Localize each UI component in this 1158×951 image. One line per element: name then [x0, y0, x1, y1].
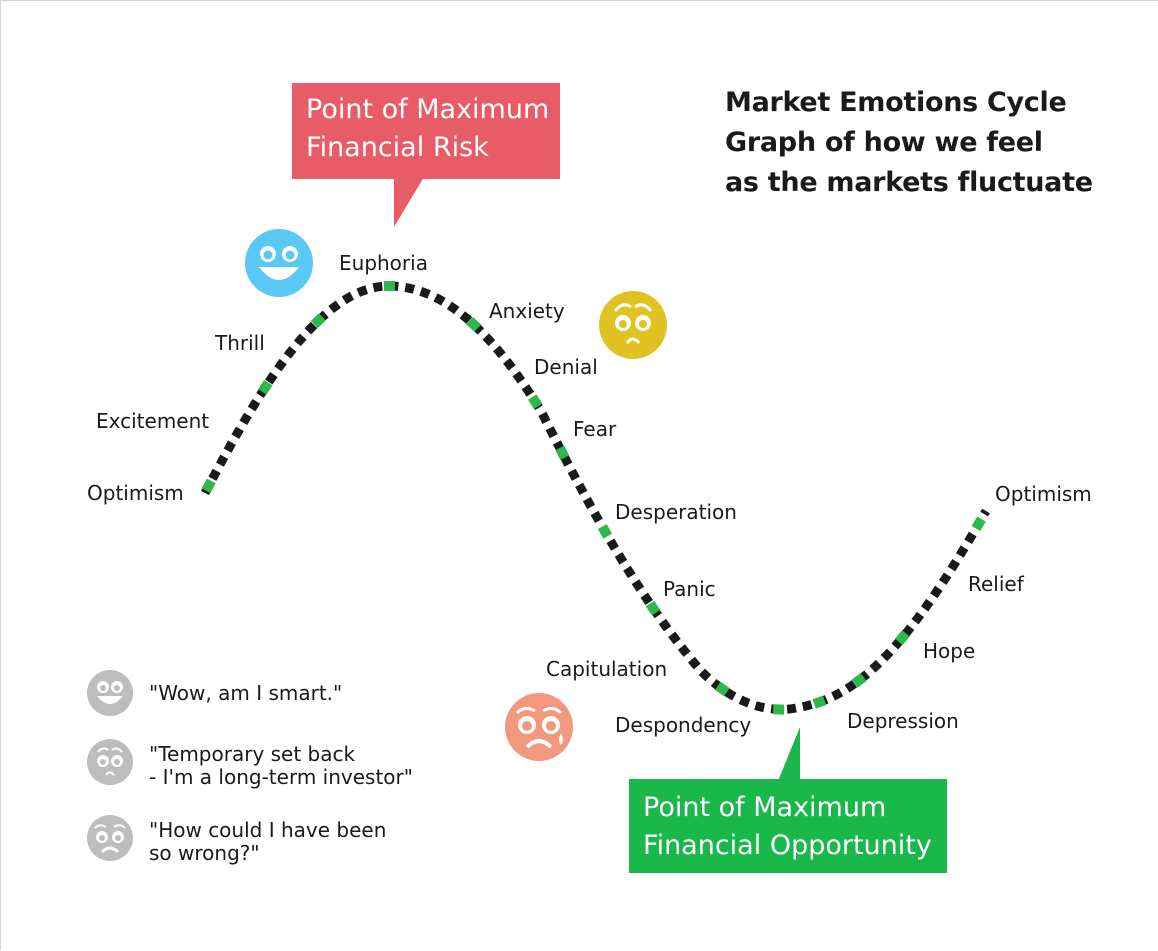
stage-marker	[895, 630, 910, 646]
legend-line: "Wow, am I smart."	[149, 681, 343, 705]
diagram-title: Market Emotions Cycle Graph of how we fe…	[725, 83, 1093, 203]
stage-label-anxiety: Anxiety	[489, 299, 565, 323]
stage-label-optimism-end: Optimism	[995, 482, 1092, 506]
stage-marker	[201, 478, 216, 494]
stage-label-excitement: Excitement	[96, 409, 210, 433]
capitulation-distressed-face-icon	[505, 693, 573, 761]
stage-label-desperation: Desperation	[615, 500, 737, 524]
stage-marker	[714, 681, 730, 697]
stage-label-panic: Panic	[663, 577, 716, 601]
stage-marker	[528, 394, 543, 410]
legend-line: - I'm a long-term investor"	[149, 765, 413, 789]
callout-line: Financial Risk	[306, 132, 489, 163]
stage-marker	[812, 695, 827, 709]
stage-label-capitulation: Capitulation	[546, 657, 668, 681]
title-line: Market Emotions Cycle	[725, 87, 1067, 118]
callout-line: Point of Maximum	[306, 94, 550, 125]
stage-label-relief: Relief	[968, 572, 1024, 596]
stage-label-despondency: Despondency	[615, 713, 752, 737]
max-risk-callout-pointer	[394, 177, 424, 227]
stage-marker	[597, 524, 613, 539]
legend-line: so wrong?"	[149, 841, 260, 865]
stage-marker	[466, 317, 482, 332]
max-opportunity-callout: Point of Maximum Financial Opportunity	[629, 779, 947, 873]
legend-line: "Temporary set back	[149, 742, 356, 766]
stage-marker	[971, 516, 986, 532]
anxiety-worried-face-icon	[599, 291, 667, 359]
callout-line: Point of Maximum	[643, 792, 887, 823]
stage-label-hope: Hope	[923, 639, 976, 663]
stage-label-thrill: Thrill	[215, 331, 265, 355]
max-risk-callout: Point of Maximum Financial Risk	[292, 83, 560, 179]
stage-marker	[258, 379, 273, 395]
legend-smiling-face-icon	[87, 670, 133, 716]
stage-marker	[310, 313, 326, 329]
cycle-curve-path	[201, 281, 990, 714]
legend-item-so-wrong: "How could I have been so wrong?"	[149, 819, 386, 865]
euphoria-smiling-face-icon	[245, 229, 313, 297]
stage-label-fear: Fear	[573, 417, 617, 441]
legend-distressed-face-icon	[87, 815, 133, 861]
legend-item-temporary-setback: "Temporary set back - I'm a long-term in…	[149, 743, 413, 789]
stage-marker	[773, 704, 785, 715]
legend-item-smart: "Wow, am I smart."	[149, 682, 342, 705]
max-opportunity-callout-pointer	[778, 727, 800, 781]
stage-label-euphoria: Euphoria	[339, 251, 428, 275]
stage-marker	[851, 673, 867, 688]
stage-label-denial: Denial	[534, 355, 598, 379]
stage-marker	[383, 280, 396, 292]
title-line: Graph of how we feel	[725, 127, 1043, 158]
stage-marker	[645, 600, 661, 616]
stage-label-depression: Depression	[847, 709, 959, 733]
stage-marker	[555, 445, 570, 461]
title-line: as the markets fluctuate	[725, 167, 1093, 198]
legend-worried-face-icon	[87, 739, 133, 785]
legend-line: "How could I have been	[149, 818, 387, 842]
callout-line: Financial Opportunity	[643, 830, 932, 861]
stage-label-optimism-start: Optimism	[87, 481, 184, 505]
